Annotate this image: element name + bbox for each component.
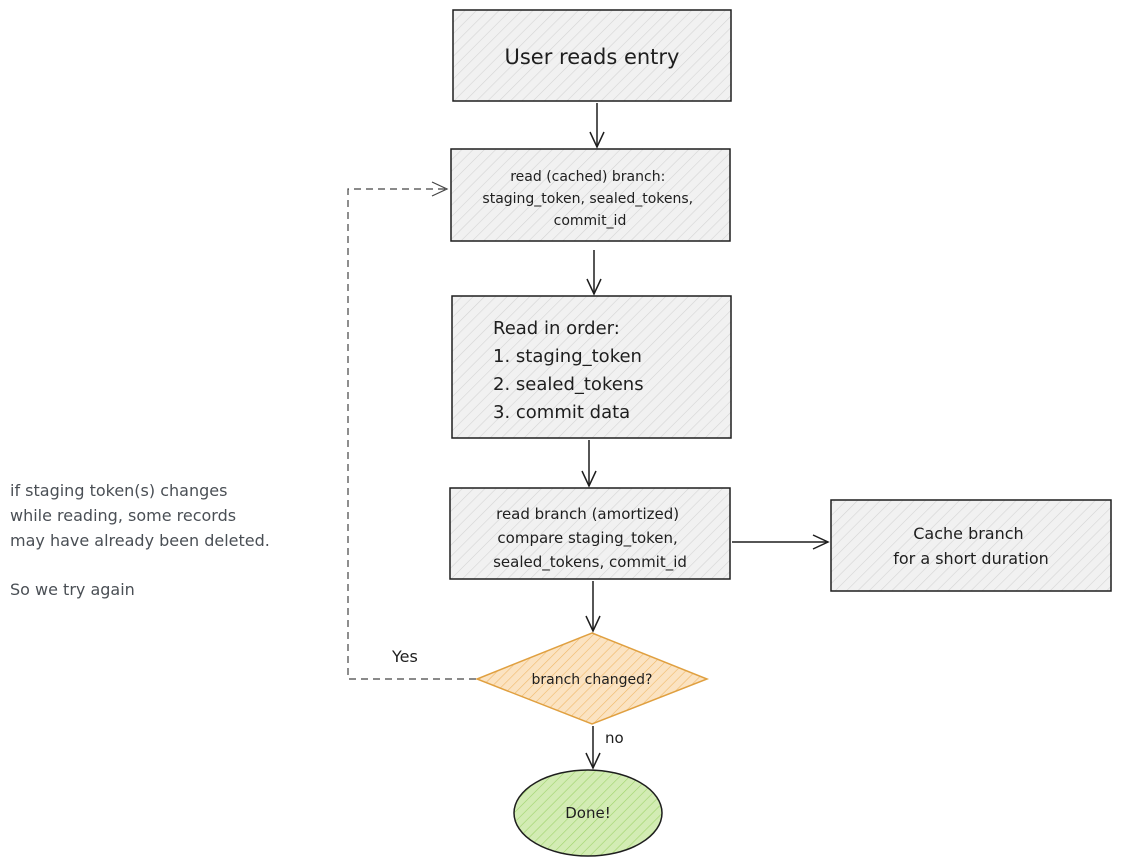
arrow-decision-to-done	[585, 726, 601, 770]
start-node-label: User reads entry	[505, 45, 680, 69]
read-order-line-4: 3. commit data	[493, 402, 630, 423]
svg-text:no: no	[605, 729, 624, 747]
svg-text:read (cached) branch: st: read (cached) branch: staging_token, sea…	[482, 169, 697, 229]
svg-text:read branch (amortized): read branch (amortized) compare staging_…	[493, 505, 687, 572]
read-branch-line-1: read branch (amortized)	[496, 505, 679, 523]
read-order-line-1: Read in order:	[493, 318, 620, 339]
start-node: User reads entry	[452, 9, 732, 102]
svg-text:Read in order: 1. stagin: Read in order: 1. staging_token 2. seale…	[493, 318, 649, 423]
cache-branch-node: Cache branch for a short duration	[830, 499, 1112, 592]
svg-text:Done!: Done!	[565, 804, 610, 822]
read-cached-line-2: staging_token, sealed_tokens,	[482, 191, 693, 207]
arrow-read-branch-to-decision	[585, 581, 601, 633]
read-in-order-node: Read in order: 1. staging_token 2. seale…	[451, 295, 732, 439]
note-line-5: So we try again	[10, 580, 135, 599]
branch-changed-decision: branch changed?	[474, 632, 710, 725]
svg-text:branch changed?: branch changed?	[532, 672, 653, 688]
svg-text:Cache branch for a short: Cache branch for a short duration	[893, 524, 1049, 568]
note-line-1: if staging token(s) changes	[10, 481, 227, 500]
read-order-line-2: 1. staging_token	[493, 346, 642, 367]
read-cached-line-1: read (cached) branch:	[510, 169, 665, 185]
read-cached-branch-node: read (cached) branch: staging_token, sea…	[450, 148, 731, 242]
done-node: Done!	[513, 769, 663, 857]
retry-note: if staging token(s) changes while readin…	[10, 481, 275, 599]
yes-edge-label: Yes	[391, 647, 418, 666]
read-cached-line-3: commit_id	[554, 213, 627, 229]
svg-text:if staging token(s) changes: if staging token(s) changes while readin…	[10, 481, 275, 599]
note-line-3: may have already been deleted.	[10, 531, 270, 550]
read-order-line-3: 2. sealed_tokens	[493, 374, 644, 395]
svg-text:Yes: Yes	[391, 647, 418, 666]
cache-line-1: Cache branch	[913, 524, 1023, 543]
decision-label: branch changed?	[532, 672, 653, 688]
no-edge-label: no	[605, 729, 624, 747]
svg-text:User reads entry: User reads entry	[505, 45, 680, 69]
cache-line-2: for a short duration	[893, 549, 1049, 568]
note-line-2: while reading, some records	[10, 506, 236, 525]
read-branch-amortized-node: read branch (amortized) compare staging_…	[449, 487, 731, 580]
arrow-read-order-to-read-branch	[581, 440, 597, 488]
arrow-read-branch-to-cache	[732, 534, 830, 550]
done-label: Done!	[565, 804, 610, 822]
arrow-start-to-read-cached	[589, 103, 605, 149]
arrow-read-cached-to-read-order	[586, 250, 602, 296]
read-branch-line-2: compare staging_token,	[497, 529, 677, 548]
arrow-retry-loop	[347, 181, 476, 680]
read-branch-line-3: sealed_tokens, commit_id	[493, 553, 687, 572]
